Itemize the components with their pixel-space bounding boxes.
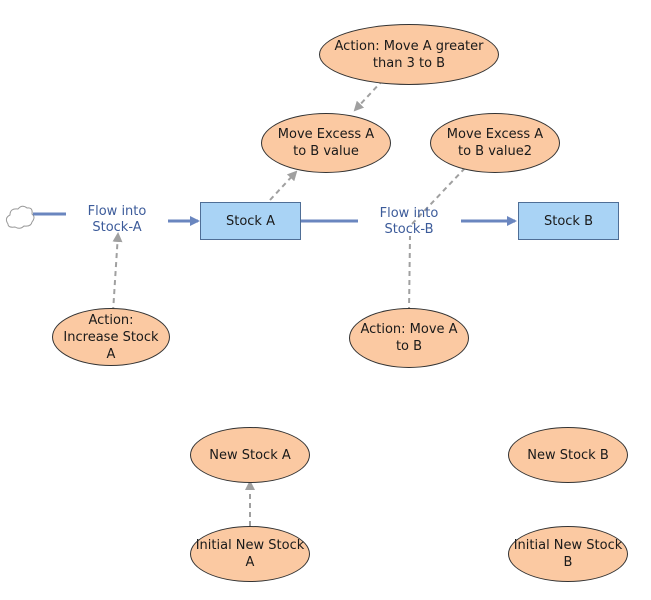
stock-a[interactable]: Stock A (200, 202, 301, 240)
cloud-icon (5, 205, 35, 229)
link-action-move-to-flow-b (408, 235, 411, 313)
variable-move-excess-a-to-b[interactable]: Move Excess A to B value (261, 113, 391, 173)
variable-new-stock-b[interactable]: New Stock B (508, 427, 628, 483)
flow-label-line2: Stock-A (92, 220, 142, 235)
variable-new-stock-a[interactable]: New Stock A (190, 427, 310, 483)
link-stock-a-to-move-excess (269, 170, 298, 201)
variable-initial-new-stock-a[interactable]: Initial New Stock A (190, 526, 310, 582)
stock-label: Stock B (543, 213, 594, 229)
flow-label-line1: Flow into (379, 206, 439, 221)
flow-label-stock-a[interactable]: Flow into Stock-A (78, 204, 156, 236)
variable-label: Move Excess A to B value2 (446, 127, 544, 159)
variable-action-increase-stock-a[interactable]: Action: Increase Stock A (52, 308, 170, 366)
link-action-to-move-excess (353, 79, 384, 112)
variable-action-move-a-to-b[interactable]: Action: Move A to B (349, 308, 469, 368)
variable-action-move-a-greater-than-3[interactable]: Action: Move A greater than 3 to B (319, 24, 499, 85)
variable-label: New Stock B (527, 447, 609, 463)
variable-label: Move Excess A to B value (277, 127, 375, 159)
stock-b[interactable]: Stock B (518, 202, 619, 240)
link-move-excess2-to-flow-b (410, 167, 466, 226)
variable-label: Action: Move A greater than 3 to B (334, 38, 484, 71)
flow-label-stock-b[interactable]: Flow into Stock-B (370, 206, 448, 238)
stock-label: Stock A (225, 213, 275, 229)
variable-initial-new-stock-b[interactable]: Initial New Stock B (508, 526, 628, 582)
variable-label: Action: Increase Stock A (63, 312, 159, 362)
variable-label: Initial New Stock A (195, 538, 305, 570)
flow-label-line2: Stock-B (384, 222, 434, 237)
variable-label: Initial New Stock B (513, 538, 623, 570)
variable-label: New Stock A (209, 447, 291, 463)
variable-move-excess-a-to-b-2[interactable]: Move Excess A to B value2 (430, 113, 560, 173)
flow-label-line1: Flow into (87, 204, 147, 219)
variable-label: Action: Move A to B (360, 322, 458, 354)
link-action-increase-to-flow-a (112, 232, 123, 313)
